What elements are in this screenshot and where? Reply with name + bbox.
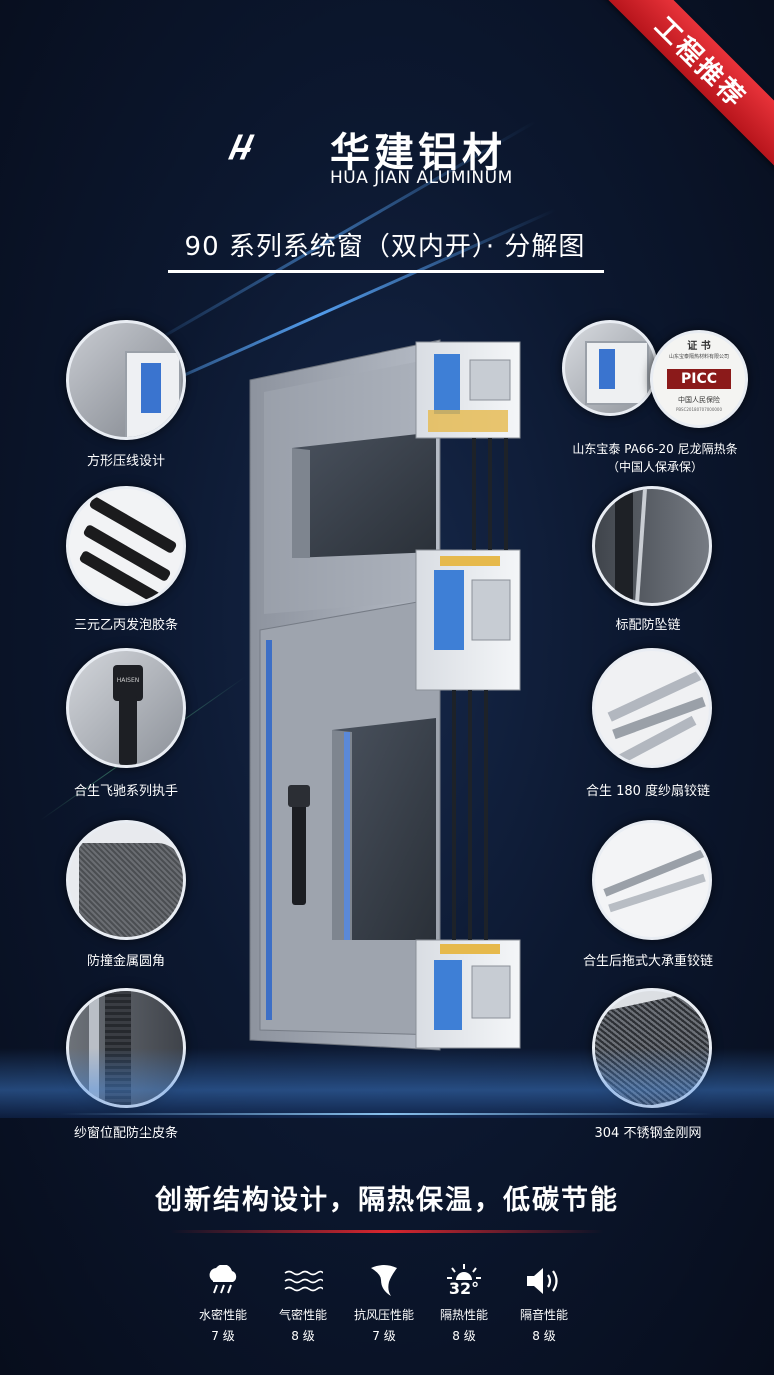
feature-label: 合生 180 度纱扇铰链 — [585, 784, 711, 799]
performance-level: 7 级 — [211, 1329, 235, 1343]
floor-glow — [0, 1048, 774, 1118]
performance-item: 水密性能 7 级 — [183, 1262, 263, 1344]
brand-logo-icon — [228, 134, 255, 160]
floor-line — [60, 1113, 714, 1115]
performance-name: 抗风压性能 — [353, 1308, 414, 1322]
feature-label: 防撞金属圆角 — [86, 954, 165, 969]
performance-level: 8 级 — [291, 1329, 315, 1343]
tornado-icon — [371, 1265, 397, 1296]
page-title: 90 系列系统窗（双内开）· 分解图 — [184, 231, 586, 262]
air-wave-icon — [284, 1270, 323, 1292]
feature-label: 三元乙丙发泡胶条 — [73, 618, 178, 633]
performance-item: 抗风压性能 7 级 — [344, 1262, 424, 1344]
feature-circle-dust-strip — [66, 988, 186, 1108]
feature-circle-handle: HAISEN — [66, 648, 186, 768]
title-underline — [168, 270, 604, 273]
feature-circle-steel-mesh — [592, 988, 712, 1108]
feature-label: 合生后拖式大承重铰链 — [582, 954, 713, 969]
feature-circle-heavy-hinge — [592, 820, 712, 940]
certificate-heading: 证 书 — [687, 341, 711, 352]
slogan-underline — [170, 1230, 604, 1233]
performance-item: 气密性能 8 级 — [263, 1262, 343, 1344]
brand-name-cn: 华建铝材 — [330, 130, 506, 176]
sun-temperature-icon — [447, 1264, 481, 1280]
performance-name: 隔音性能 — [519, 1308, 568, 1322]
certificate-company: 山东宝泰隔热材料有限公司 — [668, 354, 729, 360]
certificate-insurer: 中国人民保险 — [678, 396, 720, 404]
feature-circle-metal-corner — [66, 820, 186, 940]
window-illustration — [249, 339, 521, 1051]
feature-label: 方形压线设计 — [86, 454, 165, 469]
feature-circle-thermal-strip — [562, 320, 658, 416]
performance-level: 8 级 — [452, 1329, 476, 1343]
performance-level: 7 级 — [372, 1329, 396, 1343]
feature-circle-screen-hinge — [592, 648, 712, 768]
ribbon-label: 工程推荐 — [648, 11, 752, 115]
feature-label: 标配防坠链 — [615, 618, 681, 633]
slogan: 创新结构设计，隔热保温，低碳节能 — [155, 1185, 619, 1216]
speaker-icon — [527, 1268, 558, 1294]
performance-name: 气密性能 — [278, 1308, 327, 1322]
feature-sublabel: （中国人保承保） — [606, 460, 703, 474]
feature-circle-epdm-seal — [66, 486, 186, 606]
picc-logo-icon — [667, 369, 731, 389]
feature-label: 山东宝泰 PA66-20 尼龙隔热条 — [572, 442, 738, 456]
recommend-ribbon: 工程推荐 — [593, 0, 774, 170]
handle-badge: HAISEN — [116, 677, 140, 684]
performance-item: 32° 隔热性能 8 级 — [424, 1262, 504, 1344]
performance-name: 隔热性能 — [439, 1308, 488, 1322]
certificate-code: PBSC20180707000000 — [675, 407, 723, 412]
temperature-badge: 32° — [448, 1279, 480, 1298]
brand-name-en: HUA JIAN ALUMINUM — [330, 168, 513, 188]
performance-level: 8 级 — [532, 1329, 556, 1343]
feature-circle-square-bead — [66, 320, 186, 440]
performance-name: 水密性能 — [198, 1308, 247, 1322]
rain-cloud-icon — [209, 1265, 237, 1294]
feature-label: 合生飞驰系列执手 — [73, 784, 178, 799]
picc-logo: PICC — [680, 371, 718, 387]
feature-label: 纱窗位配防尘皮条 — [73, 1126, 178, 1141]
feature-label: 304 不锈钢金刚网 — [594, 1126, 702, 1141]
performance-item: 隔音性能 8 级 — [504, 1262, 584, 1344]
certificate-circle: 证 书 山东宝泰隔热材料有限公司 PICC 中国人民保险 PBSC2018070… — [650, 330, 748, 428]
feature-circle-anti-fall-chain — [592, 486, 712, 606]
